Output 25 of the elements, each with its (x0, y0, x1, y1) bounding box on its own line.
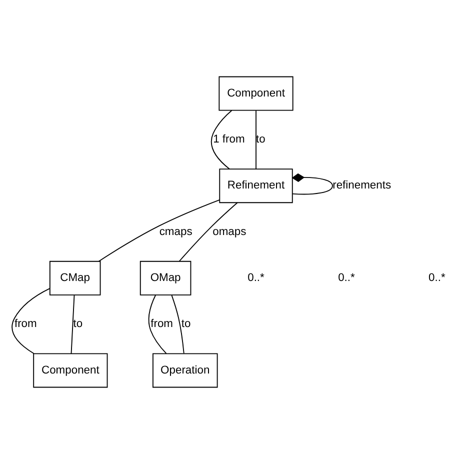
connector (12, 288, 50, 354)
connector (292, 172, 333, 194)
edge-label: to (181, 318, 191, 330)
node-box: Operation (152, 352, 218, 388)
node-box: Refinement (219, 168, 293, 203)
edge-label: 1 from (213, 133, 245, 146)
connector (148, 294, 167, 354)
label: 0..* (428, 272, 446, 284)
connector (171, 294, 184, 354)
node-box: CMap (49, 260, 101, 295)
edge-label: omaps (212, 225, 246, 238)
connector (70, 294, 75, 354)
edge-label: from (14, 318, 37, 330)
label: 0..* (248, 272, 264, 284)
label: 0..* (338, 272, 355, 284)
node-box: Component (33, 352, 108, 388)
edge-label: to (73, 318, 83, 330)
connector (210, 110, 232, 169)
edge-label: cmaps (159, 225, 192, 238)
connector (178, 202, 238, 262)
connector (98, 198, 220, 262)
node-box: OMap (140, 260, 192, 295)
node-box: Component (218, 76, 294, 110)
edge-label: from (150, 318, 174, 330)
edge-label: refinements (332, 179, 392, 192)
